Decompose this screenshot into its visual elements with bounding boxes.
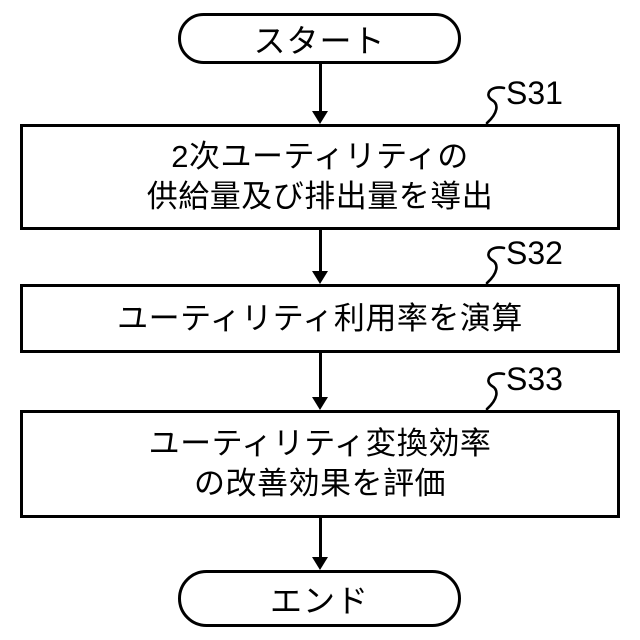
arrow-down-icon: [312, 111, 328, 124]
step-label-s32: S32: [484, 236, 604, 284]
process-text-line: の改善効果を評価: [194, 466, 446, 501]
arrow-down-icon: [312, 397, 328, 410]
process-text-line: ユーティリティ利用率を演算: [117, 300, 523, 336]
process-text-line: ユーティリティ変換効率: [148, 426, 492, 461]
arrow-down-icon: [312, 271, 328, 284]
arrow-shaft: [318, 229, 322, 273]
process-text-line: 2次ユーティリティの: [171, 139, 469, 174]
flow-arrow-s32-to-s33: [310, 351, 330, 410]
end-terminal-label: エンド: [269, 582, 369, 619]
process-box-s31: 2次ユーティリティの 供給量及び排出量を導出: [20, 124, 620, 230]
step-label-text: S32: [506, 235, 563, 271]
process-text-line: 供給量及び排出量を導出: [146, 179, 494, 214]
flow-arrow-s31-to-s32: [310, 229, 330, 284]
squiggle-connector-icon: [485, 86, 506, 124]
arrow-shaft: [318, 62, 322, 113]
arrow-down-icon: [312, 557, 328, 570]
step-label-s33: S33: [484, 362, 604, 410]
arrow-shaft: [318, 516, 322, 559]
squiggle-connector-icon: [485, 246, 506, 284]
process-box-s32: ユーティリティ利用率を演算: [20, 284, 620, 353]
start-terminal: スタート: [178, 13, 461, 64]
squiggle-connector-icon: [485, 372, 506, 410]
step-label-text: S31: [506, 75, 563, 111]
start-terminal-label: スタート: [253, 22, 386, 59]
process-box-s33: ユーティリティ変換効率 の改善効果を評価: [20, 410, 620, 518]
step-label-text: S33: [506, 361, 563, 397]
arrow-shaft: [318, 351, 322, 399]
flow-arrow-start-to-s31: [310, 62, 330, 124]
end-terminal: エンド: [178, 570, 461, 627]
step-label-s31: S31: [484, 76, 604, 124]
flow-arrow-s33-to-end: [310, 516, 330, 570]
